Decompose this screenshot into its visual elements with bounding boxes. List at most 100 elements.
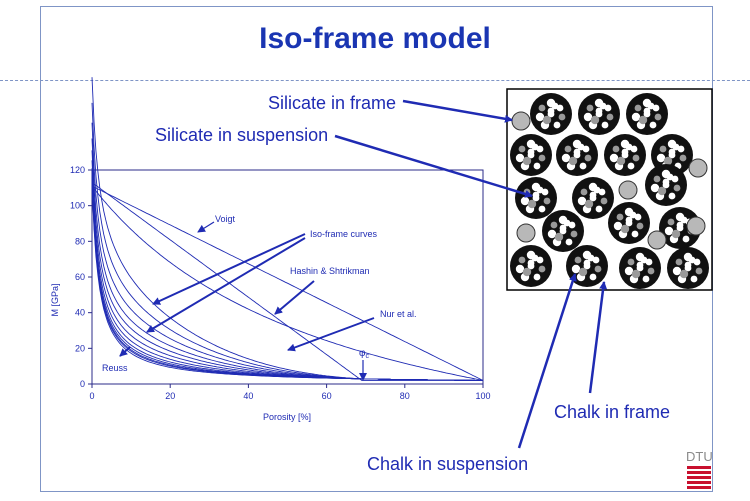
curve-voigt xyxy=(91,185,484,381)
grain-pore xyxy=(642,275,650,283)
arrow-chalk-frame xyxy=(588,281,608,394)
curve-iso-frame-11 xyxy=(91,183,483,381)
y-axis-label: M [GPa] xyxy=(50,283,60,316)
x-tick-label-60: 60 xyxy=(322,391,332,401)
grain-pore xyxy=(634,104,642,112)
grain-pore xyxy=(559,224,567,232)
arrow-silicate-suspension xyxy=(334,134,533,198)
grain-pore xyxy=(595,205,603,213)
x-tick-label-20: 20 xyxy=(165,391,175,401)
grain-pore xyxy=(613,221,623,231)
y-tick-label-100: 100 xyxy=(70,201,85,211)
grain-pore xyxy=(522,267,532,277)
grain-pore xyxy=(690,275,698,283)
arrow-chalk-suspension xyxy=(517,273,577,449)
arrow-reuss xyxy=(119,346,131,357)
grain-pore xyxy=(631,269,641,279)
y-tick-label-0: 0 xyxy=(80,379,85,389)
label-silicate-in-suspension: Silicate in suspension xyxy=(155,125,329,145)
x-tick-label-0: 0 xyxy=(89,391,94,401)
annotation-voigt: Voigt xyxy=(215,214,236,224)
curve-iso-frame-4 xyxy=(91,138,483,381)
annotation-iso-frame: Iso-frame curves xyxy=(310,229,378,239)
grain-pore xyxy=(550,221,558,229)
grain-pore xyxy=(609,153,619,163)
grain-pore xyxy=(589,273,597,281)
grain-pore xyxy=(515,153,525,163)
y-tick-label-20: 20 xyxy=(75,343,85,353)
grain-pore xyxy=(627,258,635,266)
grain-pore xyxy=(522,156,532,166)
grain-pore xyxy=(538,154,546,162)
label-chalk-in-suspension: Chalk in suspension xyxy=(367,454,529,474)
grain-pore xyxy=(515,264,525,274)
grain-pore xyxy=(532,191,540,199)
grain-pore xyxy=(654,113,662,121)
microstructure-diagram xyxy=(506,88,713,291)
grain-pore xyxy=(553,121,561,129)
curve-iso-frame-7 xyxy=(91,168,483,381)
grain-pore xyxy=(662,178,670,186)
y-tick-label-40: 40 xyxy=(75,308,85,318)
grain-pore xyxy=(580,188,588,196)
grain-pore xyxy=(632,154,640,162)
y-tick-label-120: 120 xyxy=(70,165,85,175)
grain-pore xyxy=(631,112,641,122)
grain-pore xyxy=(599,102,607,110)
arrow-iso-frame-1 xyxy=(152,233,306,305)
grain-pore xyxy=(518,256,526,264)
curve-nur xyxy=(91,182,483,381)
grain-pore xyxy=(625,143,633,151)
grain-pore xyxy=(578,267,588,277)
grain-pore xyxy=(538,104,546,112)
grain-pore xyxy=(554,232,564,242)
curve-iso-frame-8 xyxy=(91,174,483,381)
silicate-grain xyxy=(647,230,667,250)
grain-pore xyxy=(650,183,660,193)
curve-iso-frame-1 xyxy=(91,77,483,381)
grain-pore xyxy=(684,261,692,269)
grain-pore xyxy=(573,148,581,156)
grain-pore xyxy=(584,199,594,209)
y-tick-label-80: 80 xyxy=(75,236,85,246)
grain-pore xyxy=(551,102,559,110)
y-tick-label-60: 60 xyxy=(75,272,85,282)
grain-pore xyxy=(558,113,566,121)
grain-pore xyxy=(577,143,585,151)
grain-pore xyxy=(527,148,535,156)
label-chalk-in-frame: Chalk in frame xyxy=(554,402,671,422)
grain-pore xyxy=(631,230,639,238)
grain-pore xyxy=(638,115,648,125)
silicate-grain xyxy=(618,180,638,200)
grain-pore xyxy=(675,258,683,266)
arrow-voigt xyxy=(197,221,215,233)
arrow-iso-frame-2 xyxy=(146,237,306,333)
silicate-grain xyxy=(516,223,536,243)
grain-pore xyxy=(533,162,541,170)
grain-pore xyxy=(589,191,597,199)
grain-pore xyxy=(584,154,592,162)
grain-pore xyxy=(672,143,680,151)
grain-pore xyxy=(657,186,667,196)
grain-pore xyxy=(570,230,578,238)
grain-pore xyxy=(620,224,630,234)
slide-title: Iso-frame model xyxy=(259,22,491,55)
grain-pore xyxy=(616,213,624,221)
grain-pore xyxy=(587,254,595,262)
grain-pore xyxy=(656,153,666,163)
grain-pore xyxy=(564,145,572,153)
grain-pore xyxy=(571,264,581,274)
grain-pore xyxy=(577,196,587,206)
grain-pore xyxy=(688,256,696,264)
grain-pore xyxy=(668,192,676,200)
grain-pore xyxy=(636,261,644,269)
annotation-phi: φc xyxy=(359,348,369,360)
grain-pore xyxy=(586,104,594,112)
grain-pore xyxy=(583,259,591,267)
grain-pore xyxy=(538,265,546,273)
dtu-logo-text: DTU xyxy=(686,449,713,464)
annotation-reuss: Reuss xyxy=(102,363,128,373)
